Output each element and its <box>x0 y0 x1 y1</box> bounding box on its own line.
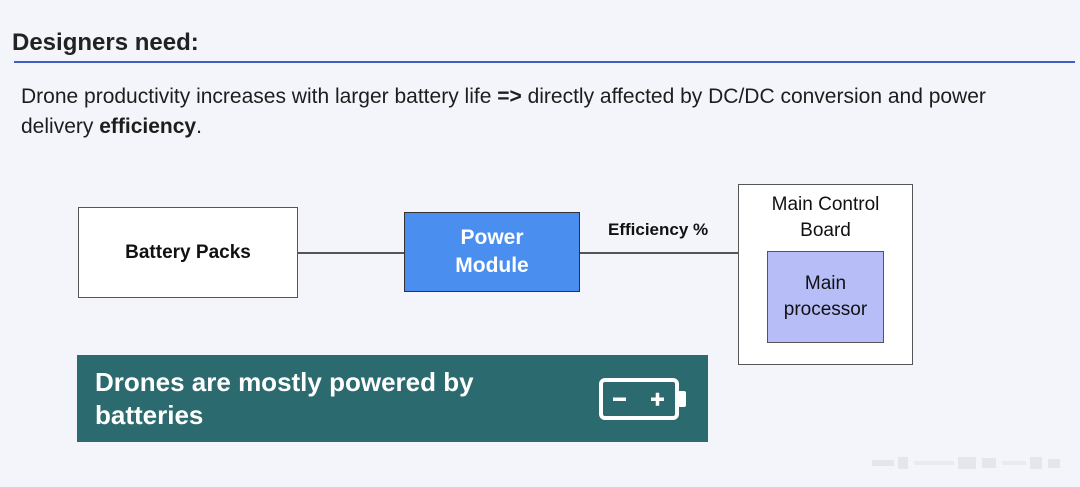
battery-packs-box: Battery Packs <box>78 207 298 298</box>
battery-icon <box>599 378 686 420</box>
battery-packs-label: Battery Packs <box>125 241 251 263</box>
main-control-board-label: Main Control Board <box>771 194 880 241</box>
intro-text-3: . <box>196 115 202 138</box>
banner-text: Drones are mostly powered by batteries <box>95 367 474 430</box>
efficiency-label: Efficiency % <box>608 220 709 239</box>
main-control-board-box: Main Control Board Main processor <box>738 184 913 365</box>
main-processor-box: Main processor <box>767 251 884 343</box>
main-processor-label: Main processor <box>783 273 868 320</box>
page-title: Designers need: <box>12 29 199 56</box>
power-module-label: Power Module <box>455 226 529 277</box>
intro-paragraph: Drone productivity increases with larger… <box>21 82 1031 142</box>
heading-divider <box>14 61 1075 63</box>
connector-power-to-board <box>580 252 738 254</box>
intro-text-2: directly affected by DC/DC conversion an… <box>21 85 986 138</box>
watermark-icon <box>872 457 1060 469</box>
battery-banner: Drones are mostly powered by batteries <box>77 355 708 442</box>
intro-emphasis: efficiency <box>99 115 197 138</box>
power-module-box: Power Module <box>404 212 580 292</box>
connector-battery-to-power <box>298 252 404 254</box>
intro-arrow: => <box>497 85 522 108</box>
intro-text-1: Drone productivity increases with larger… <box>21 85 498 108</box>
